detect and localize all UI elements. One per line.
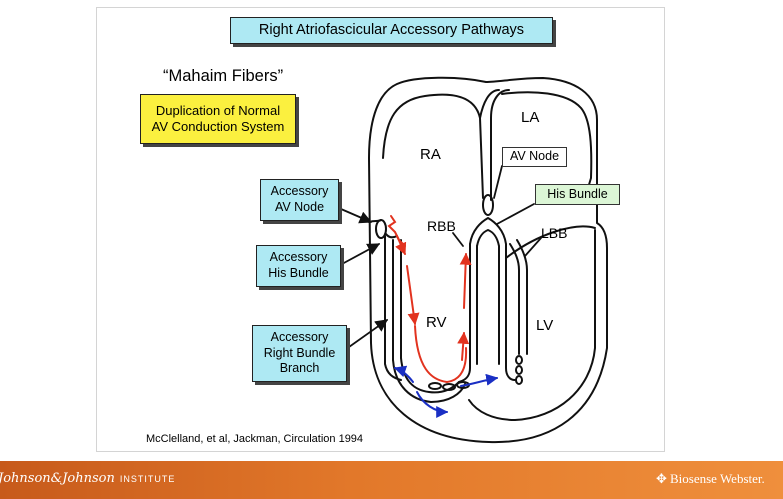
label-rbb: RBB — [427, 218, 456, 234]
lv-purkinje-loop-3 — [515, 375, 523, 385]
ivs-right-contour — [476, 229, 500, 365]
av-node-label-box: AV Node — [502, 147, 567, 167]
blue-arrow-down — [416, 391, 449, 418]
callout-accessory-av-node — [340, 208, 373, 224]
red-arrow-down-upper — [395, 235, 407, 256]
biosense-mark-icon: ✥ — [656, 471, 667, 486]
lv-purkinje-loop-1 — [515, 355, 523, 365]
duplication-box: Duplication of Normal AV Conduction Syst… — [140, 94, 296, 144]
red-arrow-up-upper — [459, 252, 472, 309]
label-rv: RV — [426, 314, 447, 331]
jj-logo-text: Johnson&Johnson — [0, 471, 115, 486]
accessory-his-line-1: Accessory — [269, 250, 328, 265]
accessory-rbb-box: Accessory Right Bundle Branch — [252, 325, 347, 382]
duplication-line-1: Duplication of Normal — [155, 102, 281, 118]
callout-his-bundle — [496, 203, 535, 225]
his-bundle-label-box: His Bundle — [535, 184, 620, 205]
jj-institute-logo: Johnson&Johnson INSTITUTE — [0, 471, 175, 486]
duplication-line-2: AV Conduction System — [151, 119, 285, 134]
accessory-his-line-2: His Bundle — [268, 266, 329, 280]
red-rv-floor — [414, 325, 468, 384]
red-arrow-up-lower — [457, 331, 470, 361]
atrial-septum-right — [490, 89, 510, 201]
blue-arrow-right — [460, 373, 499, 387]
accessory-his-bundle-box: Accessory His Bundle — [256, 245, 341, 287]
blue-arrow-left — [393, 365, 414, 383]
label-lbb: LBB — [541, 225, 568, 241]
lv-purkinje-loop-2 — [515, 365, 523, 375]
callout-accessory-his — [341, 243, 381, 265]
ra-inner-wall — [382, 93, 484, 199]
citation: McClelland, et al, Jackman, Circulation … — [146, 433, 364, 445]
footer-bar: Johnson&Johnson INSTITUTE ✥Biosense Webst… — [0, 461, 783, 499]
lv-free-wall — [468, 229, 596, 421]
la-inner-wall — [501, 91, 593, 199]
accessory-rbb-line-1: Accessory — [270, 330, 329, 345]
callout-av-node — [493, 165, 503, 199]
callout-accessory-rbb — [348, 319, 389, 348]
biosense-webster-logo: ✥Biosense Webster. — [656, 471, 765, 487]
accessory-av-node-line-1: Accessory — [270, 184, 329, 199]
moderator-band-loop-1 — [428, 382, 442, 390]
accessory-av-node-box: Accessory AV Node — [260, 179, 339, 221]
label-la: LA — [521, 109, 540, 126]
mahaim-fibers-subtitle: “Mahaim Fibers” — [163, 67, 284, 85]
lv-inner-wall — [505, 225, 596, 259]
red-arrow-rv-down — [406, 265, 420, 326]
tricuspid-ring-right — [385, 233, 398, 239]
ivs-left-contour — [469, 217, 516, 381]
accessory-av-node-shape — [375, 219, 387, 239]
lbb-strand-1 — [509, 243, 520, 355]
moderator-band-loop-2 — [442, 383, 456, 391]
label-lv: LV — [536, 317, 554, 334]
slide-title: Right Atriofascicular Accessory Pathways — [230, 17, 553, 44]
red-zigzag — [387, 215, 406, 247]
accessory-av-node-line-2: AV Node — [274, 200, 325, 214]
bw-logo-text: Biosense Webster. — [670, 471, 765, 486]
callout-lbb — [524, 237, 542, 257]
accessory-rbb-line-3: Branch — [279, 361, 320, 376]
accessory-rbb-line-2: Right Bundle — [263, 345, 336, 360]
jj-logo-suffix: INSTITUTE — [119, 474, 176, 484]
atrial-septum-left — [479, 89, 500, 119]
slide: Right Atriofascicular Accessory Pathways… — [96, 7, 665, 452]
heart-diagram — [340, 76, 608, 444]
av-node-shape — [482, 194, 494, 216]
heart-outer-wall — [368, 76, 608, 444]
label-ra: RA — [420, 146, 441, 163]
callout-rbb — [452, 232, 464, 247]
rv-apex-mid — [392, 359, 466, 403]
